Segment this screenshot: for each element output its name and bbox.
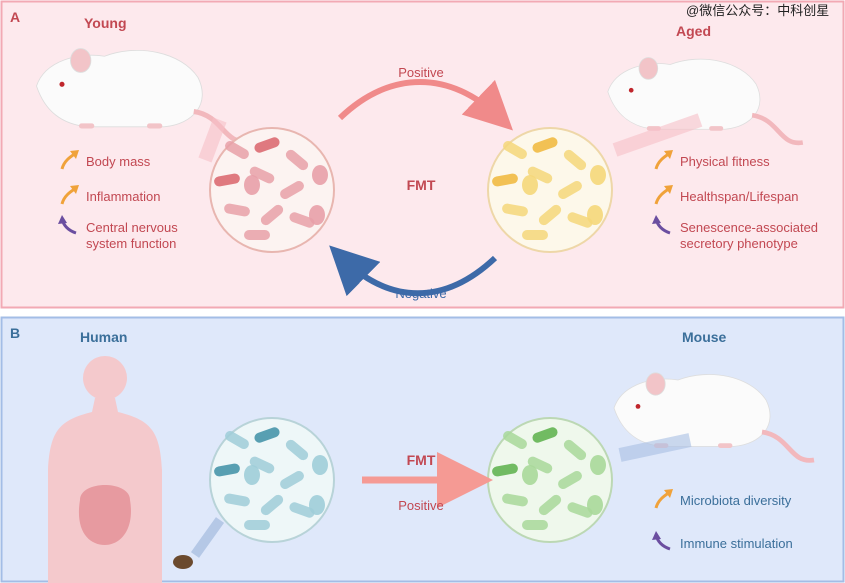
bacterium-coccus	[309, 495, 325, 515]
arrow-down-curved-icon	[652, 531, 671, 551]
bacterium	[538, 494, 562, 516]
bacterium	[532, 427, 558, 443]
human-silhouette	[48, 356, 162, 583]
effect-label: secretory phenotype	[680, 236, 798, 251]
stool-icon	[173, 555, 193, 569]
panel-b-letter: B	[10, 325, 20, 341]
bacterium	[214, 173, 240, 187]
bacterium	[244, 520, 270, 530]
effect-label: Immune stimulation	[680, 536, 793, 551]
bacterium	[563, 439, 587, 461]
bacterium	[567, 212, 593, 228]
arrow-up-curved-icon	[654, 150, 673, 170]
bacterium	[502, 493, 528, 507]
bacterium	[503, 431, 527, 449]
bacterium	[254, 137, 280, 153]
arrow-up-curved-icon	[654, 489, 673, 509]
bacterium	[289, 502, 315, 518]
bacterium	[532, 137, 558, 153]
bacterium	[260, 494, 284, 516]
bacterium	[558, 181, 582, 200]
bacterium	[244, 230, 270, 240]
panel-a-letter: A	[10, 9, 20, 25]
bacterium	[563, 149, 587, 171]
bacterium	[492, 173, 518, 187]
bacterium	[285, 439, 309, 461]
bacterium-coccus	[312, 455, 328, 475]
effect-label: Inflammation	[86, 189, 160, 204]
zoom-beam	[198, 117, 227, 163]
young-title: Young	[84, 15, 127, 31]
bacterium	[224, 203, 250, 217]
intestine-icon	[78, 485, 131, 545]
bacterium	[502, 203, 528, 217]
bacterium-coccus	[590, 455, 606, 475]
bacterium-coccus	[244, 465, 260, 485]
bacterium	[492, 463, 518, 477]
bacterium	[503, 141, 527, 159]
bacterium-coccus	[587, 495, 603, 515]
arrow-up-curved-icon	[60, 185, 79, 205]
bacterium	[225, 431, 249, 449]
fmt-label: FMT	[407, 452, 436, 468]
zoom-beam	[612, 113, 703, 157]
bacterium	[558, 471, 582, 489]
bacterium-coccus	[522, 465, 538, 485]
bacterium	[214, 463, 240, 477]
bacterium	[280, 181, 304, 199]
positive-label: Positive	[398, 498, 444, 513]
effect-label: Healthspan/Lifespan	[680, 189, 799, 204]
zoom-beam	[618, 433, 692, 462]
panel-a: A Young Aged @微信公众号：中科创星 Positive FMT Ne…	[0, 0, 845, 309]
watermark: @微信公众号：中科创星	[686, 3, 829, 18]
bacterium-coccus	[590, 165, 606, 185]
zoom-beam	[190, 517, 225, 558]
aged-title: Aged	[676, 23, 711, 39]
bacterium	[225, 141, 249, 159]
effect-label: Physical fitness	[680, 154, 770, 169]
effect-label: Central nervous	[86, 220, 178, 235]
bacterium	[567, 502, 593, 518]
bacterium	[527, 166, 553, 184]
effect-label: system function	[86, 236, 176, 251]
bacterium	[522, 230, 548, 240]
bacterium	[254, 427, 280, 443]
arrow-up-curved-icon	[60, 150, 79, 170]
mouse-title: Mouse	[682, 329, 727, 345]
bacterium	[527, 456, 553, 474]
bacterium-coccus	[522, 175, 538, 195]
bacterium	[285, 149, 309, 171]
positive-label: Positive	[398, 65, 444, 80]
arrow-down-curved-icon	[58, 215, 77, 235]
negative-arrow	[329, 245, 498, 297]
bacterium	[538, 204, 562, 226]
fmt-label: FMT	[407, 177, 436, 193]
bacterium-coccus	[587, 205, 603, 225]
bacterium	[289, 212, 315, 228]
bacterium	[522, 520, 548, 530]
effect-label: Microbiota diversity	[680, 493, 792, 508]
bacterium-coccus	[244, 175, 260, 195]
arrow-up-curved-icon	[654, 185, 673, 205]
bacterium	[249, 166, 275, 184]
effect-label: Senescence-associated	[680, 220, 818, 235]
bacterium	[260, 204, 284, 226]
bacterium-coccus	[312, 165, 328, 185]
bacterium	[280, 471, 304, 489]
negative-label: Negative	[395, 286, 446, 301]
panel-b: B Human Mouse FMT Positive Microbiota di…	[0, 316, 845, 583]
positive-arrow	[337, 79, 513, 131]
human-title: Human	[80, 329, 127, 345]
bacterium	[224, 493, 250, 507]
bacterium-coccus	[309, 205, 325, 225]
effect-label: Body mass	[86, 154, 151, 169]
arrow-down-curved-icon	[652, 215, 671, 235]
bacterium	[249, 456, 275, 474]
